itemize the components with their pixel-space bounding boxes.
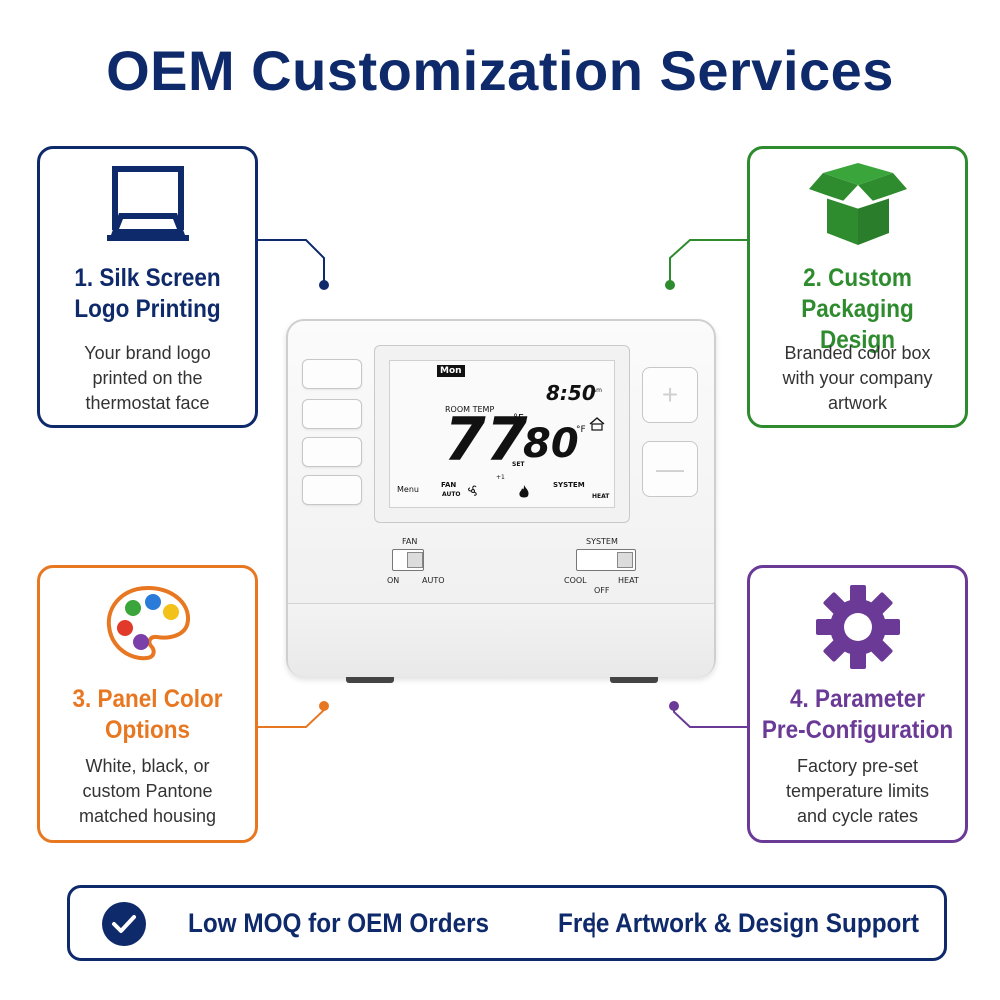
thermostat-up-button[interactable]: + xyxy=(642,367,698,423)
set-label: SET xyxy=(512,461,525,468)
fan-switch-on-label: ON xyxy=(387,576,400,585)
fan-switch[interactable] xyxy=(392,549,424,571)
system-switch-title: SYSTEM xyxy=(586,537,618,546)
system-label: SYSTEM xyxy=(553,481,585,489)
gear-icon xyxy=(815,585,900,669)
fan-switch-auto-label: AUTO xyxy=(422,576,445,585)
card-heading: 3. Panel Color Options xyxy=(72,685,223,744)
open-box-icon xyxy=(808,163,907,245)
thermostat-left-button-2[interactable] xyxy=(302,399,362,429)
lcd-display: Mon 8:50 Am ROOM TEMP 77 °F SET 80 °F Me… xyxy=(389,360,615,508)
thermostat-base-panel xyxy=(288,603,714,677)
thermostat-left-button-3[interactable] xyxy=(302,437,362,467)
lcd-frame: Mon 8:50 Am ROOM TEMP 77 °F SET 80 °F Me… xyxy=(374,345,630,523)
card-description: Branded color box with your company artw… xyxy=(782,343,933,413)
system-mode: HEAT xyxy=(592,493,610,500)
card-description: White, black, or custom Pantone matched … xyxy=(78,756,217,826)
thermostat-left-button-1[interactable] xyxy=(302,359,362,389)
checkmark-icon xyxy=(102,902,146,946)
set-temp-value: 80 xyxy=(523,421,579,467)
thermostat-down-button[interactable]: — xyxy=(642,441,698,497)
bottom-banner: Low MOQ for OEM Orders | Free Artwork & … xyxy=(67,885,947,961)
day-indicator: Mon xyxy=(437,365,465,377)
card-panel-color: 3. Panel Color Options White, black, or … xyxy=(37,565,258,843)
fan-icon xyxy=(468,485,477,496)
system-switch[interactable] xyxy=(576,549,636,571)
room-temp-value: 77 xyxy=(444,405,528,475)
connector-parameter xyxy=(673,706,747,728)
banner-moq-text: Low MOQ for OEM Orders xyxy=(188,908,490,938)
card-heading: 2. Custom Packaging Design xyxy=(801,264,914,354)
banner-support-text: Free Artwork & Design Support xyxy=(558,908,919,938)
card-heading: 1. Silk Screen Logo Printing xyxy=(74,264,221,323)
card-description: Your brand logo printed on the thermosta… xyxy=(84,343,211,413)
fan-switch-title: FAN xyxy=(402,537,418,546)
fan-switch-knob[interactable] xyxy=(407,552,423,568)
fan-mode: AUTO xyxy=(442,491,461,498)
card-heading: 4. Parameter Pre-Configuration xyxy=(761,685,954,744)
connector-packaging xyxy=(669,239,747,285)
fan-label: FAN xyxy=(441,481,457,489)
card-description: Factory pre-set temperature limits and c… xyxy=(785,756,930,826)
room-temp-label: ROOM TEMP xyxy=(445,405,495,414)
thermostat-left-button-4[interactable] xyxy=(302,475,362,505)
system-switch-cool-label: COOL xyxy=(564,576,587,585)
thermostat-device: + — Mon 8:50 Am ROOM TEMP 77 °F SET 80 °… xyxy=(286,319,716,683)
card-parameter: 4. Parameter Pre-Configuration Factory p… xyxy=(747,565,968,843)
connector-silk-screen xyxy=(258,239,325,285)
system-switch-off-label: OFF xyxy=(594,586,610,595)
paint-palette-icon xyxy=(106,585,190,661)
page-title: OEM Customization Services xyxy=(106,39,894,102)
clock-ampm: Am xyxy=(592,387,602,394)
room-temp-unit: °F xyxy=(513,413,524,424)
offset-indicator: +1 xyxy=(496,474,505,481)
card-silk-screen: 1. Silk Screen Logo Printing Your brand … xyxy=(37,146,258,428)
system-switch-knob[interactable] xyxy=(617,552,633,568)
menu-label: Menu xyxy=(397,485,419,494)
set-temp-unit: °F xyxy=(576,425,586,435)
thermostat-foot-left xyxy=(346,677,394,683)
clock-time: 8:50 xyxy=(546,381,596,405)
house-icon xyxy=(589,417,605,431)
card-packaging: 2. Custom Packaging Design Branded color… xyxy=(747,146,968,428)
connector-panel-color xyxy=(258,706,325,728)
thermostat-foot-right xyxy=(610,677,658,683)
banner-separator: | xyxy=(590,908,598,938)
system-switch-heat-label: HEAT xyxy=(618,576,639,585)
silk-screen-frame-icon xyxy=(106,166,189,241)
flame-icon xyxy=(519,485,529,498)
